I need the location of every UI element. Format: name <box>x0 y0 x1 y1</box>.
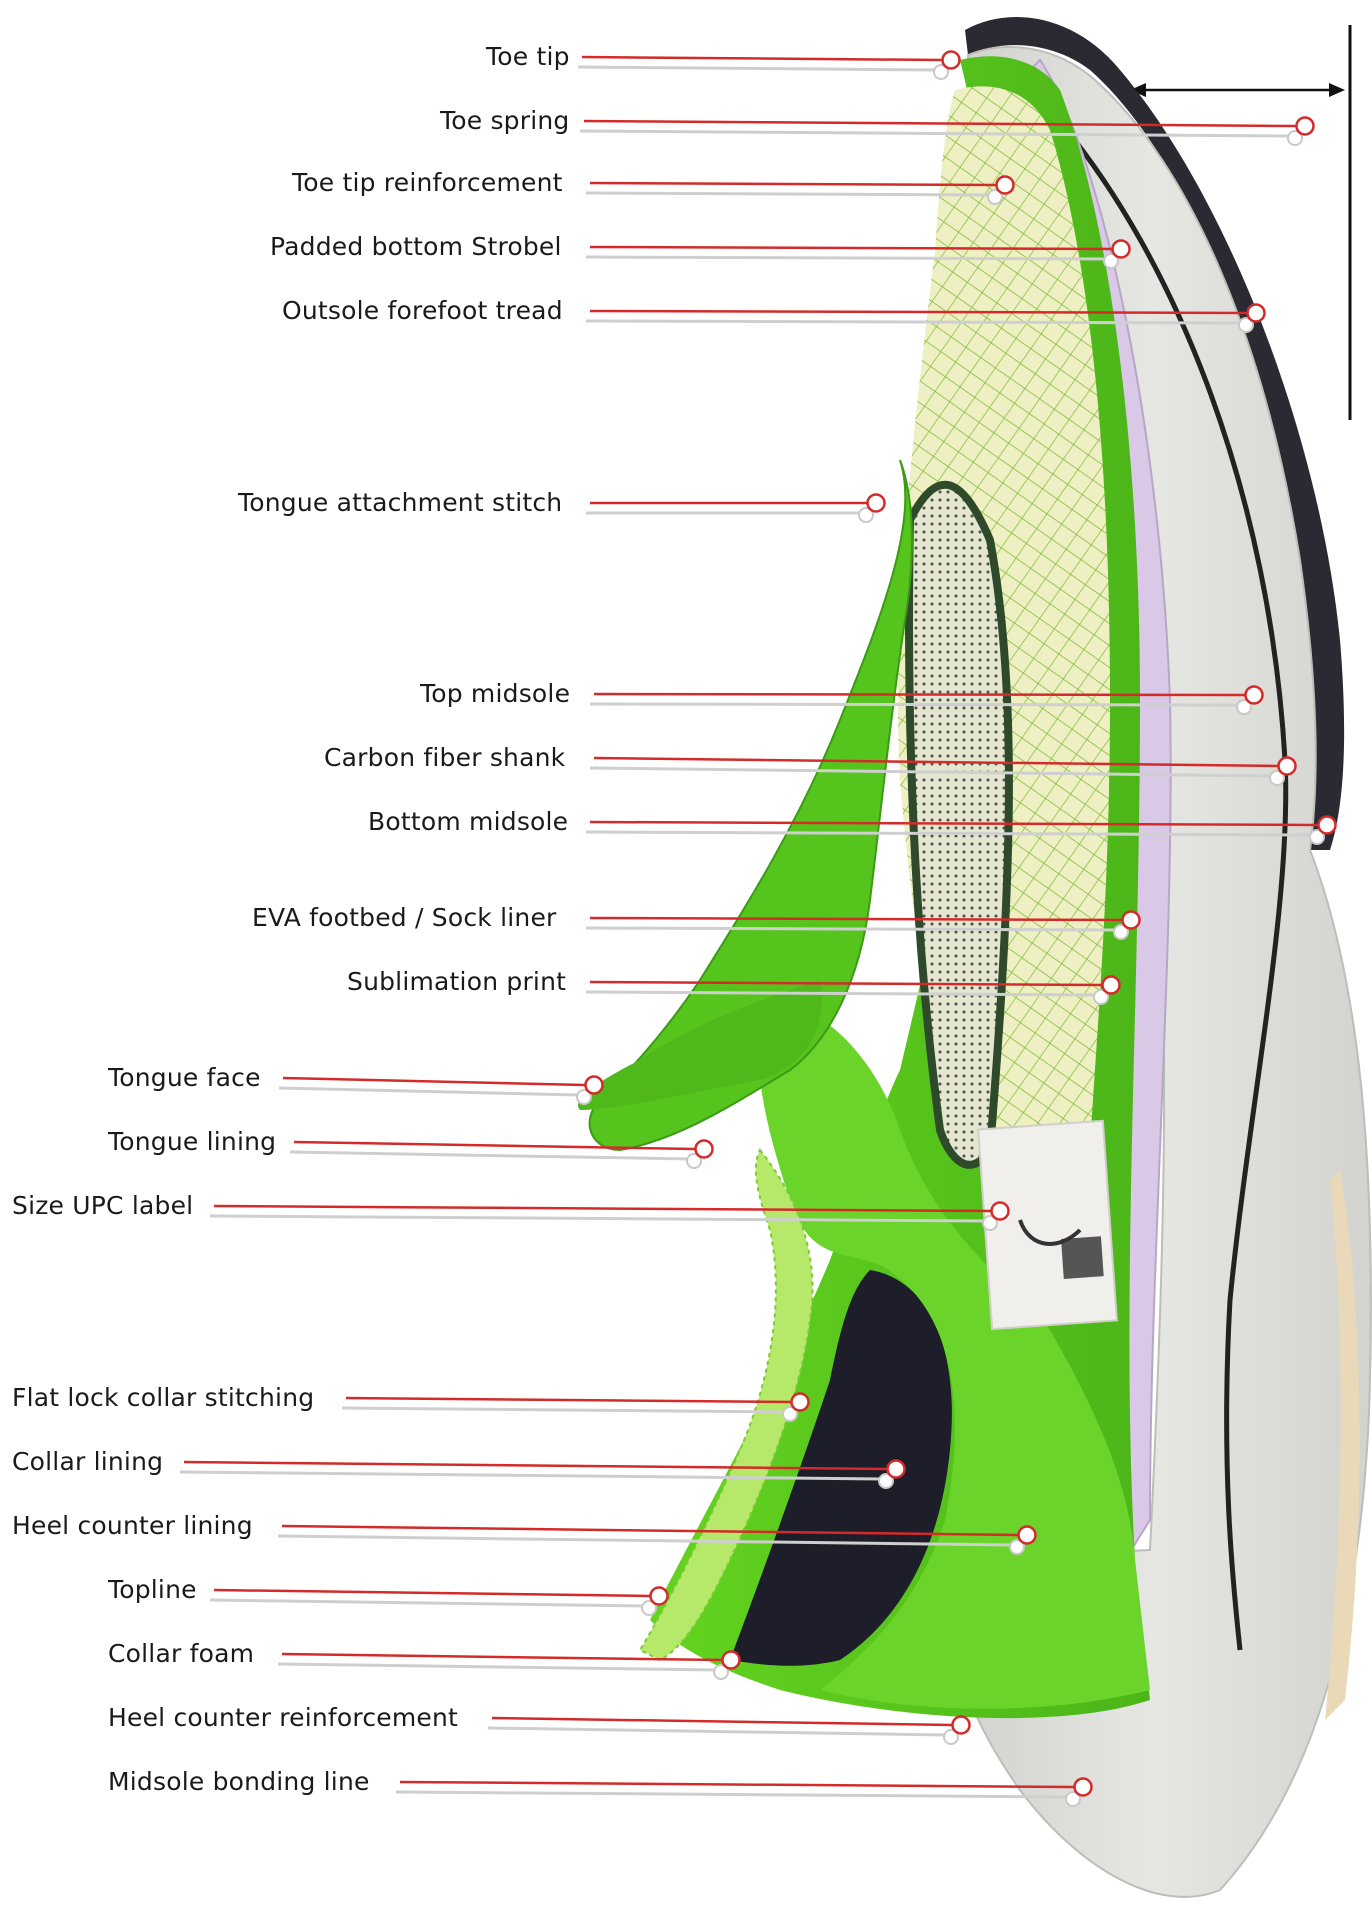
label-tongue-lining: Tongue lining <box>108 1127 276 1157</box>
label-bottom-midsole: Bottom midsole <box>368 807 568 837</box>
label-flat-lock-collar-stitching: Flat lock collar stitching <box>12 1383 314 1413</box>
marker-collar-lining <box>888 1461 905 1478</box>
label-carbon-fiber-shank: Carbon fiber shank <box>324 743 565 773</box>
leader-midsole-bonding-line <box>396 1779 1092 1807</box>
marker-bottom-midsole <box>1319 817 1336 834</box>
label-toe-tip-reinforcement: Toe tip reinforcement <box>292 168 563 198</box>
leader-flat-lock-collar-stitching <box>342 1394 809 1422</box>
marker-carbon-fiber-shank <box>1279 758 1296 775</box>
marker-sublimation-print <box>1103 977 1120 994</box>
label-padded-bottom-strobel: Padded bottom Strobel <box>270 232 562 262</box>
marker-topline <box>651 1588 668 1605</box>
marker-top-midsole <box>1246 687 1263 704</box>
label-sublimation-print: Sublimation print <box>347 967 566 997</box>
label-heel-counter-lining: Heel counter lining <box>12 1511 253 1541</box>
label-collar-foam: Collar foam <box>108 1639 254 1669</box>
label-outsole-forefoot-tread: Outsole forefoot tread <box>282 296 563 326</box>
label-toe-tip: Toe tip <box>486 42 570 72</box>
leader-topline <box>210 1588 668 1616</box>
marker-midsole-bonding-line <box>1075 1779 1092 1796</box>
marker-eva-footbed-sock-liner <box>1123 912 1140 929</box>
leader-tongue-lining <box>290 1141 713 1169</box>
label-midsole-bonding-line: Midsole bonding line <box>108 1767 370 1797</box>
size-upc-label-graphic <box>978 1121 1117 1329</box>
label-size-upc-label: Size UPC label <box>12 1191 193 1221</box>
label-eva-footbed-sock-liner: EVA footbed / Sock liner <box>252 903 557 933</box>
marker-toe-tip <box>943 52 960 69</box>
marker-tongue-attachment-stitch <box>868 495 885 512</box>
marker-size-upc-label <box>992 1203 1009 1220</box>
marker-tongue-face <box>586 1077 603 1094</box>
label-top-midsole: Top midsole <box>420 679 570 709</box>
label-topline: Topline <box>108 1575 197 1605</box>
marker-heel-counter-reinforcement <box>953 1717 970 1734</box>
label-tongue-attachment-stitch: Tongue attachment stitch <box>238 488 562 518</box>
label-collar-lining: Collar lining <box>12 1447 163 1477</box>
label-heel-counter-reinforcement: Heel counter reinforcement <box>108 1703 458 1733</box>
marker-heel-counter-lining <box>1019 1527 1036 1544</box>
marker-flat-lock-collar-stitching <box>792 1394 809 1411</box>
label-toe-spring: Toe spring <box>440 106 569 136</box>
marker-tongue-lining <box>696 1141 713 1158</box>
leader-collar-foam <box>278 1652 740 1680</box>
leader-tongue-face <box>279 1077 603 1105</box>
leader-toe-tip <box>578 52 960 80</box>
marker-toe-spring <box>1297 118 1314 135</box>
leader-tongue-attachment-stitch <box>586 495 885 523</box>
label-tongue-face: Tongue face <box>108 1063 261 1093</box>
leader-heel-counter-reinforcement <box>488 1717 970 1745</box>
marker-padded-bottom-strobel <box>1113 241 1130 258</box>
marker-collar-foam <box>723 1652 740 1669</box>
marker-outsole-forefoot-tread <box>1248 305 1265 322</box>
marker-toe-tip-reinforcement <box>997 177 1014 194</box>
